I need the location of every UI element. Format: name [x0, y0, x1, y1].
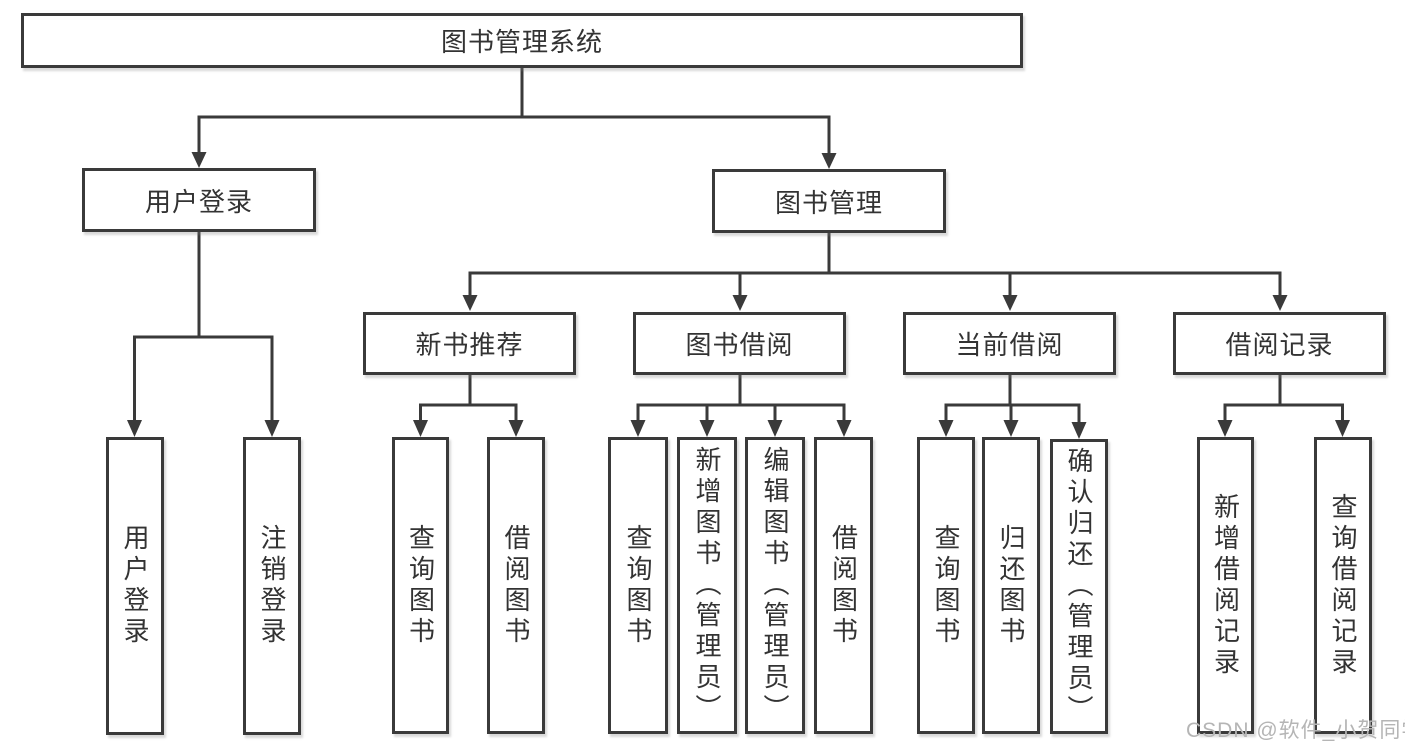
- node-label: 借阅记录: [1225, 330, 1334, 360]
- connector-arrow: [127, 420, 142, 437]
- node-leaf-return-books: 归还图书: [982, 437, 1040, 734]
- connector-arrow: [264, 420, 280, 437]
- node-label: 编辑图书（管理员）: [760, 446, 790, 725]
- connector-arrow: [732, 295, 748, 311]
- node-label: 当前借阅: [955, 330, 1064, 360]
- node-label: 图书管理: [774, 187, 883, 218]
- node-label: 用户登录: [120, 524, 150, 648]
- connector-arrow: [836, 420, 852, 437]
- connector-arrow: [1071, 422, 1087, 439]
- connector-arrow: [1335, 420, 1350, 437]
- node-leaf-logout: 注销登录: [243, 437, 301, 735]
- node-label: 用户登录: [144, 186, 253, 217]
- connector-arrow: [1002, 295, 1018, 311]
- node-label: 查询借阅记录: [1328, 492, 1358, 679]
- node-label: 新增图书（管理员）: [692, 446, 722, 725]
- node-label: 新增借阅记录: [1210, 492, 1241, 679]
- connector-arrow: [938, 420, 954, 437]
- connector-arrow: [821, 153, 837, 169]
- node-label: 查询图书: [931, 523, 961, 648]
- node-label: 借阅图书: [828, 523, 859, 648]
- node-leaf-confirm-return-admin: 确认归还（管理员）: [1050, 439, 1108, 734]
- node-label: 借阅图书: [501, 523, 531, 648]
- connector-arrow: [1217, 420, 1233, 437]
- node-leaf-borrow-books-2: 借阅图书: [814, 437, 873, 734]
- node-label: 注销登录: [257, 524, 287, 648]
- connector-arrow: [1003, 420, 1019, 437]
- node-leaf-query-books-1: 查询图书: [392, 437, 449, 734]
- node-leaf-add-books-admin: 新增图书（管理员）: [677, 437, 737, 734]
- node-label: 查询图书: [405, 523, 436, 648]
- node-book-borrowing: 图书借阅: [633, 312, 846, 375]
- node-label: 图书借阅: [685, 330, 794, 360]
- node-library-system: 图书管理系统: [21, 13, 1023, 68]
- node-user-login: 用户登录: [82, 168, 316, 232]
- node-label: 图书管理系统: [440, 27, 603, 57]
- node-leaf-add-borrow-record: 新增借阅记录: [1197, 437, 1254, 734]
- connector-arrow: [462, 295, 478, 311]
- node-book-management: 图书管理: [712, 169, 946, 233]
- node-borrow-records: 借阅记录: [1173, 312, 1386, 375]
- connector-arrow: [767, 420, 783, 437]
- node-leaf-edit-books-admin: 编辑图书（管理员）: [745, 437, 805, 734]
- node-current-borrowing: 当前借阅: [903, 312, 1116, 375]
- node-label: 查询图书: [623, 523, 653, 648]
- node-label: 新书推荐: [415, 330, 524, 360]
- node-leaf-query-borrow-record: 查询借阅记录: [1314, 437, 1372, 734]
- connector-arrow: [413, 420, 428, 437]
- node-label: 确认归还（管理员）: [1064, 447, 1094, 726]
- connector-arrow: [630, 420, 646, 437]
- node-label: 归还图书: [996, 523, 1026, 648]
- node-leaf-user-login: 用户登录: [106, 437, 164, 735]
- node-new-book-recommend: 新书推荐: [363, 312, 576, 375]
- connector-arrow: [191, 152, 207, 168]
- node-leaf-query-books-2: 查询图书: [608, 437, 668, 734]
- node-leaf-borrow-books-1: 借阅图书: [487, 437, 545, 734]
- connector-arrow: [508, 420, 524, 437]
- connector-arrow: [1272, 295, 1288, 311]
- node-leaf-query-books-3: 查询图书: [917, 437, 975, 734]
- connector-arrow: [699, 420, 715, 437]
- csdn-watermark: CSDN @软件_小贺同学: [1186, 719, 1405, 742]
